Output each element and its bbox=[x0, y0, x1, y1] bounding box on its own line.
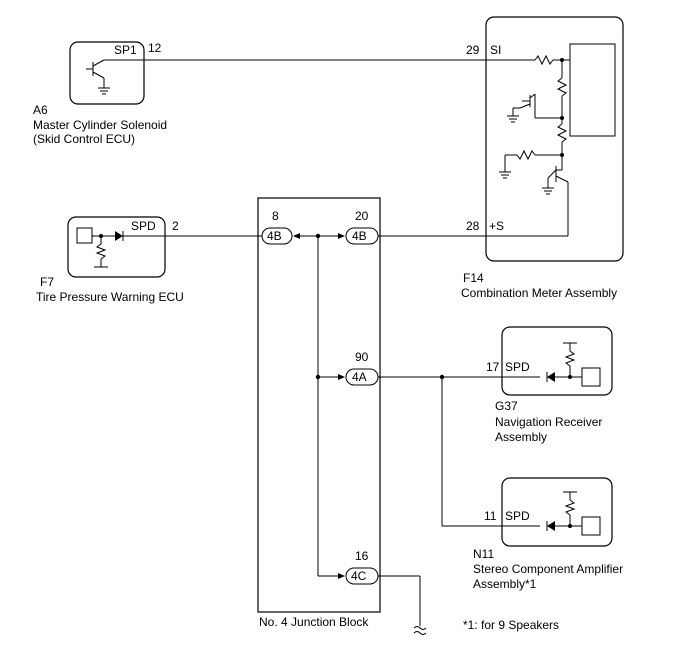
connector-4c-pin16-id: 4C bbox=[351, 569, 367, 583]
f14-code: F14 bbox=[463, 271, 484, 285]
f14-ground-icon-3 bbox=[542, 187, 554, 195]
footnote: *1: for 9 Speakers bbox=[463, 618, 559, 632]
connector-4c-pin16-pin: 16 bbox=[355, 549, 369, 563]
n11-component: 11 SPD N11 Stereo Component Amplifier As… bbox=[473, 477, 623, 591]
f7-diode-icon bbox=[115, 231, 123, 241]
connector-4b-pin20-id: 4B bbox=[352, 229, 367, 243]
junction-block: No. 4 Junction Block 4B 8 4B 20 4A 90 4C… bbox=[257, 197, 381, 629]
a6-name-line1: Master Cylinder Solenoid bbox=[33, 118, 167, 132]
f14-ground-icon-1 bbox=[507, 115, 519, 123]
wire-break-icon bbox=[413, 626, 427, 635]
f7-resistor bbox=[95, 243, 107, 260]
f7-pin-label: 2 bbox=[172, 219, 179, 233]
connector-4b-pin20-pin: 20 bbox=[355, 209, 369, 223]
g37-name-line1: Navigation Receiver bbox=[495, 415, 602, 429]
f14-component: 29 SI bbox=[461, 16, 624, 300]
f14-terminal-s: +S bbox=[489, 219, 504, 233]
junction-block-box bbox=[257, 197, 381, 613]
f7-box bbox=[67, 216, 166, 278]
n11-resistor bbox=[564, 499, 576, 516]
f7-code: F7 bbox=[40, 275, 54, 289]
f14-pin-si: 29 bbox=[466, 43, 480, 57]
connector-4b-pin8 bbox=[261, 227, 293, 245]
connector-4a-pin90-pin: 90 bbox=[355, 350, 369, 364]
n11-name-line2: Assembly*1 bbox=[473, 577, 537, 591]
a6-code: A6 bbox=[33, 103, 48, 117]
f14-meter-block bbox=[569, 43, 616, 137]
g37-code: G37 bbox=[495, 399, 518, 413]
f14-pin-s: 28 bbox=[466, 219, 480, 233]
f7-name: Tire Pressure Warning ECU bbox=[36, 290, 184, 304]
f7-ic-block bbox=[76, 227, 93, 244]
n11-ic-block bbox=[581, 516, 601, 536]
connector-4b-pin8-id: 4B bbox=[267, 229, 282, 243]
f14-box bbox=[485, 16, 624, 262]
junction-block-name: No. 4 Junction Block bbox=[259, 615, 369, 629]
n11-box bbox=[501, 477, 613, 547]
n11-pin-label: 11 bbox=[484, 509, 497, 523]
a6-box bbox=[69, 41, 145, 105]
g37-name-line2: Assembly bbox=[495, 430, 547, 444]
n11-diode-icon bbox=[547, 521, 555, 531]
f14-resistor-3 bbox=[556, 123, 568, 143]
g37-diode-icon bbox=[547, 372, 555, 382]
g37-component: 17 SPD G37 Navigation Receiver Assembly bbox=[486, 326, 613, 444]
a6-name-line2: (Skid Control ECU) bbox=[33, 132, 135, 146]
connector-4a-pin90-id: 4A bbox=[352, 370, 367, 384]
a6-component: SP1 12 A6 Master Cylinder Solenoid (Skid… bbox=[33, 41, 167, 146]
g37-ic-block bbox=[581, 367, 601, 387]
f14-ground-icon-2 bbox=[499, 171, 511, 179]
f14-resistor-1 bbox=[534, 54, 554, 66]
g37-terminal-label: SPD bbox=[505, 360, 530, 374]
n11-name-line1: Stereo Component Amplifier bbox=[473, 562, 623, 576]
n11-terminal-label: SPD bbox=[505, 509, 530, 523]
g37-box bbox=[501, 326, 613, 396]
n11-code: N11 bbox=[473, 547, 494, 561]
g37-resistor bbox=[564, 350, 576, 367]
f7-component: SPD 2 F7 Tire Pressure Warning ECU bbox=[36, 216, 184, 304]
f14-terminal-si: SI bbox=[490, 43, 501, 57]
f14-resistor-2 bbox=[556, 77, 568, 97]
a6-pin-label: 12 bbox=[148, 41, 162, 55]
connector-4b-pin8-pin: 8 bbox=[272, 209, 279, 223]
f14-name: Combination Meter Assembly bbox=[461, 286, 617, 300]
a6-ground-icon bbox=[98, 87, 110, 95]
f14-resistor-4 bbox=[516, 149, 536, 161]
g37-pin-label: 17 bbox=[486, 360, 500, 374]
a6-terminal-label: SP1 bbox=[114, 43, 137, 57]
f7-terminal-label: SPD bbox=[131, 219, 156, 233]
